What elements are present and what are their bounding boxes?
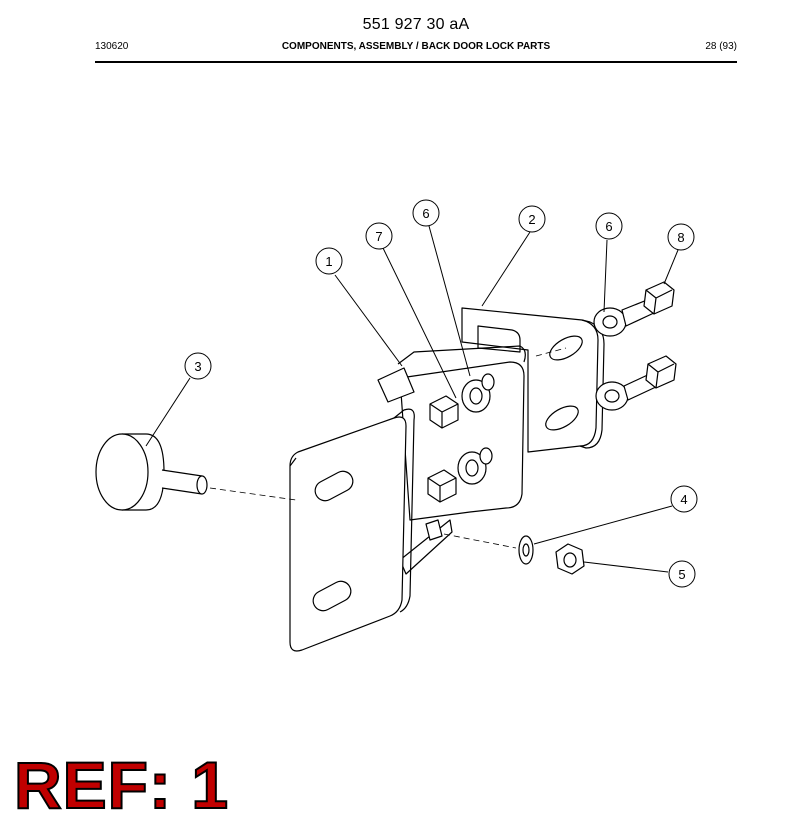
callout-4: 4 (670, 485, 698, 513)
svg-text:4: 4 (680, 492, 687, 507)
page-number: 28 (93) (705, 41, 737, 52)
svg-text:7: 7 (375, 229, 382, 244)
svg-text:2: 2 (528, 212, 535, 227)
callout-3: 3 (184, 352, 212, 380)
date-code: 130620 (95, 41, 129, 52)
callout-8: 8 (667, 223, 695, 251)
callout-5: 5 (668, 560, 696, 588)
svg-text:6: 6 (422, 206, 429, 221)
nut-part-5 (555, 543, 585, 575)
bracket-bolts-part-7 (427, 373, 495, 503)
svg-text:3: 3 (194, 359, 201, 374)
callout-7: 7 (365, 222, 393, 250)
svg-text:6: 6 (605, 219, 612, 234)
callout-6a: 6 (412, 199, 440, 227)
callout-1: 1 (315, 247, 343, 275)
callout-6b: 6 (595, 212, 623, 240)
bumper-part-3 (95, 433, 208, 511)
page-header: 130620 COMPONENTS, ASSEMBLY / BACK DOOR … (95, 41, 737, 55)
svg-text:1: 1 (325, 254, 332, 269)
svg-text:8: 8 (677, 230, 684, 245)
bolt-part-8 (621, 281, 677, 401)
header-divider (95, 61, 737, 63)
washer-part-4 (518, 535, 534, 565)
page-title: COMPONENTS, ASSEMBLY / BACK DOOR LOCK PA… (281, 41, 551, 52)
reference-label: REF: 1 (13, 748, 230, 822)
svg-text:5: 5 (678, 567, 685, 582)
document-number: 551 927 30 aA (362, 16, 470, 33)
rear-plate-part-2 (461, 307, 605, 453)
washer-part-6 (593, 307, 629, 411)
callout-2: 2 (518, 205, 546, 233)
